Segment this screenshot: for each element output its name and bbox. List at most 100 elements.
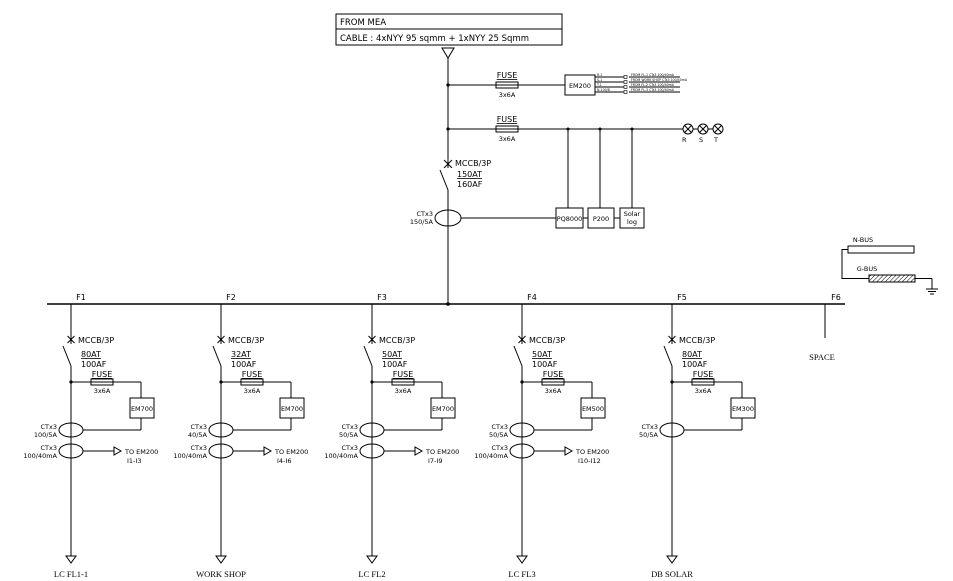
breaker-at: 80AT xyxy=(81,350,101,359)
fuse-rating: 3x6A xyxy=(499,91,516,99)
breaker-switch-icon xyxy=(62,345,72,367)
solar-log-label-2: log xyxy=(627,218,637,226)
breaker-type: MCCB/3P xyxy=(529,336,565,345)
fuse-rating: 3x6A xyxy=(244,387,261,395)
zct-label: CTx3 xyxy=(492,444,509,452)
zct-label: CTx3 xyxy=(41,444,58,452)
breaker-type: MCCB/3P xyxy=(379,336,415,345)
feeders: F1MCCB/3P80AT100AFFUSE3x6AEM700CTx3100/5… xyxy=(23,293,756,579)
ct-label: CTx3 xyxy=(642,423,659,431)
feeder-f4: F4MCCB/3P50AT100AFFUSE3x6AEM500CTx350/5A… xyxy=(474,293,609,579)
to-meter-label: TO EM200 xyxy=(274,448,308,456)
fuse-rating: 3x6A xyxy=(695,387,712,395)
wire-left-2: T-1 xyxy=(596,83,602,87)
main-ct: CTx3 150/5A xyxy=(410,209,556,227)
fuse-rating: 3x6A xyxy=(499,135,516,143)
meter-branch: FUSE 3x6A EM200 R-1 S-1 T-1 N-100/8 FROM… xyxy=(446,71,688,99)
main-breaker-at: 150AT xyxy=(457,170,482,179)
ct-ratio: 100/5A xyxy=(34,431,58,439)
ct-label: CTx3 xyxy=(41,423,58,431)
fuse-rating: 3x6A xyxy=(94,387,111,395)
breaker-switch-icon xyxy=(663,345,673,367)
breaker-at: 80AT xyxy=(682,350,702,359)
bus-legend: N-BUS G-BUS xyxy=(841,236,938,295)
breaker-type: MCCB/3P xyxy=(679,336,715,345)
main-ct-label: CTx3 xyxy=(417,210,434,218)
zct-ratio: 100/40mA xyxy=(474,452,508,460)
meter-box xyxy=(580,397,606,419)
breaker-at: 50AT xyxy=(532,350,552,359)
feeder-load-label: WORK SHOP xyxy=(196,569,246,579)
meter-label: EM300 xyxy=(732,405,754,413)
n-bus-label: N-BUS xyxy=(853,236,873,244)
fuse-label: FUSE xyxy=(497,71,518,80)
feeder-load-label: LC FL2 xyxy=(358,569,385,579)
ground-icon xyxy=(926,288,938,295)
terminal-triangle-icon xyxy=(366,555,378,564)
p200-label: P200 xyxy=(593,215,609,223)
breaker-at: 50AT xyxy=(382,350,402,359)
wire-left-1: S-1 xyxy=(597,78,602,82)
main-breaker-type: MCCB/3P xyxy=(455,159,491,168)
breaker-type: MCCB/3P xyxy=(78,336,114,345)
terminal-triangle-icon xyxy=(65,555,77,564)
wire-right-0: FROM FL-1 CTs3 100/40mA xyxy=(631,73,675,77)
arrow-right-icon xyxy=(263,446,273,456)
phase-label-t: T xyxy=(713,136,718,144)
wire-right-1: FROM WORK SHOP CTs3 100/40mA xyxy=(631,78,688,82)
lamp-branch: FUSE 3x6A R S T xyxy=(446,115,724,144)
to-meter-range: I7-I9 xyxy=(428,457,442,465)
to-meter-label: TO EM200 xyxy=(124,448,158,456)
wire-right-3: FROM FL-3 CTs3 100/40mA xyxy=(631,88,675,92)
zct-label: CTx3 xyxy=(191,444,208,452)
feeder-f2: F2MCCB/3P32AT100AFFUSE3x6AEM700CTx340/5A… xyxy=(173,293,308,579)
wire-left-3: N-100/8 xyxy=(597,88,610,92)
em200-meter-box xyxy=(564,74,596,96)
indicator-lamp-icon xyxy=(712,123,724,135)
supply-box: FROM MEA CABLE : 4xNYY 95 sqmm + 1xNYY 2… xyxy=(335,13,563,46)
phase-label-s: S xyxy=(699,136,703,144)
indicator-lamp-icon xyxy=(682,123,694,135)
zct-ratio: 100/40mA xyxy=(173,452,207,460)
breaker-af: 100AF xyxy=(382,360,408,369)
feeder-f6: F6 SPACE xyxy=(809,293,841,362)
pq8000-label: PQ8000 xyxy=(557,215,583,223)
g-bus-label: G-BUS xyxy=(857,265,878,273)
n-bus-bar xyxy=(847,245,915,254)
feeder-id: F3 xyxy=(377,293,387,302)
meter-box xyxy=(129,397,155,419)
meter-box xyxy=(730,397,756,419)
solar-log-box xyxy=(619,207,645,229)
supply-cable-label: CABLE : 4xNYY 95 sqmm + 1xNYY 25 Sqmm xyxy=(340,34,529,44)
meter-label: EM500 xyxy=(582,405,604,413)
arrow-right-icon xyxy=(564,446,574,456)
feeder-id: F6 xyxy=(831,293,841,302)
feeder-load-label: SPACE xyxy=(809,352,835,362)
terminal-triangle-icon xyxy=(215,555,227,564)
to-meter-label: TO EM200 xyxy=(425,448,459,456)
supply-source-label: FROM MEA xyxy=(340,18,386,28)
ct-ratio: 50/5A xyxy=(339,431,359,439)
ct-label: CTx3 xyxy=(342,423,359,431)
wire-right-2: FROM FL-2 CTs3 100/40mA xyxy=(631,83,675,87)
em200-label: EM200 xyxy=(569,82,591,90)
breaker-af: 100AF xyxy=(682,360,708,369)
solar-log-label-1: Solar xyxy=(624,210,641,218)
zct-ratio: 100/40mA xyxy=(324,452,358,460)
fuse-label: FUSE xyxy=(543,370,564,379)
ct-ratio: 50/5A xyxy=(489,431,509,439)
ct-ratio: 50/5A xyxy=(639,431,659,439)
to-meter-label: TO EM200 xyxy=(575,448,609,456)
fuse-label: FUSE xyxy=(92,370,113,379)
feeder-load-label: DB SOLAR xyxy=(651,569,693,579)
ct-label: CTx3 xyxy=(191,423,208,431)
indicator-lamp-icon xyxy=(697,123,709,135)
breaker-at: 32AT xyxy=(231,350,251,359)
to-meter-range: I1-I3 xyxy=(127,457,141,465)
main-ct-ratio: 150/5A xyxy=(410,218,434,226)
to-meter-range: I10-I12 xyxy=(578,457,601,465)
fuse-label: FUSE xyxy=(393,370,414,379)
fuse-label: FUSE xyxy=(497,115,518,124)
breaker-switch-icon xyxy=(439,169,449,191)
